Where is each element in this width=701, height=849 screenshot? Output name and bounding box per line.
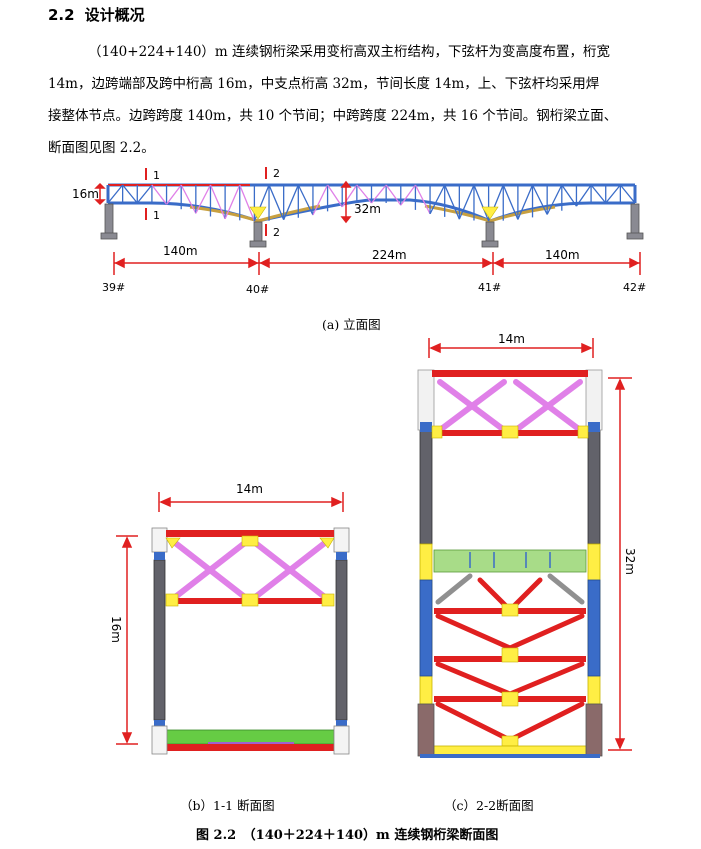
pier-40-base [249, 240, 267, 248]
sec11-height-label: 16m [109, 616, 123, 643]
caption-c: （c）2-2断面图 [444, 798, 534, 813]
truss-diagonal [414, 184, 431, 215]
pier-39-base [100, 232, 118, 240]
truss-diagonal [473, 184, 490, 222]
truss-diagonal [385, 184, 402, 206]
pier-39 [104, 203, 114, 235]
sec11-bottom-beam [154, 744, 348, 751]
truss-diagonal [283, 184, 299, 220]
truss-diagonal [180, 184, 197, 214]
paragraph-line: 断面图见图 2.2。 [48, 140, 155, 156]
caption-b: （b）1-1 断面图 [180, 798, 275, 813]
sec22-chord-right-upper [587, 429, 601, 545]
truss-diagonal [268, 184, 285, 220]
pier-label-41: 41# [478, 281, 501, 294]
sec22-width-label: 14m [498, 332, 525, 346]
section-2-2-drawing: 14m 32m [417, 332, 637, 758]
sec22-x-bracing [437, 379, 583, 433]
truss-diagonal [561, 184, 577, 207]
truss-diagonal [575, 184, 592, 207]
sec11-x-bracing [171, 539, 329, 601]
sec11-top-beam [166, 530, 334, 537]
span-label-3: 140m [545, 248, 580, 262]
sec11-chord-right [335, 559, 348, 721]
height-dims [94, 180, 352, 224]
span-dimension [113, 252, 641, 275]
truss-diagonal [327, 184, 343, 208]
truss-diagonal [517, 184, 534, 220]
pier-label-40: 40# [246, 283, 269, 296]
sec11-width-label: 14m [236, 482, 263, 496]
pier-41-base [481, 240, 499, 248]
sec22-chord-left-lower [419, 579, 433, 677]
sec11-deck [165, 729, 335, 745]
section-mark-1-top: 1 [153, 169, 160, 182]
sec22-top-beam [432, 370, 588, 377]
truss-diagonal [429, 184, 446, 215]
truss-diagonal [370, 184, 387, 204]
section-1-1-drawing: 14m 16m [109, 482, 350, 755]
section-mark-2-top: 2 [273, 167, 280, 180]
span-label-1: 140m [163, 244, 198, 258]
section-heading: 2.2 设计概况 [48, 4, 145, 25]
paragraph-line: 14m，边跨端部及跨中桁高 16m，中支点桁高 32m，节间长度 14m，上、下… [48, 76, 600, 92]
truss-diagonal [297, 184, 314, 216]
truss-diagonal [590, 184, 607, 204]
sec22-deck [433, 549, 587, 573]
section-title: 设计概况 [84, 6, 145, 24]
truss-diagonal [166, 184, 182, 205]
pier-42-base [626, 232, 644, 240]
sec22-k-bracing [435, 577, 585, 743]
section-cut-marks [145, 167, 267, 236]
truss-diagonal [619, 184, 636, 204]
pier-42 [630, 203, 640, 235]
truss-diagonal [531, 184, 548, 215]
sec11-chord-left [153, 559, 166, 721]
truss-diagonal [444, 184, 460, 220]
section-mark-1-bottom: 1 [153, 209, 160, 222]
truss-diagonal [224, 184, 241, 220]
pier-41 [485, 221, 495, 243]
truss-diagonal [136, 184, 153, 204]
figure-title: 图 2.2 （140＋224＋140）m 连续钢桁梁断面图 [196, 828, 499, 843]
caption-a: (a) 立面图 [322, 317, 381, 332]
truss-diagonal [209, 184, 226, 220]
pier-40 [253, 221, 263, 243]
truss-diagonal [546, 184, 563, 215]
paragraph-line: （140+224+140）m 连续钢桁梁采用变桁高双主桁结构，下弦杆为变高度布置… [88, 44, 611, 60]
truss-diagonal [151, 184, 168, 205]
truss-diagonal [195, 184, 212, 214]
truss-diagonal [356, 184, 373, 204]
truss-diagonal [502, 184, 519, 220]
design-paragraph: （140+224+140）m 连续钢桁梁采用变桁高双主桁结构，下弦杆为变高度布置… [48, 36, 688, 164]
span-label-2: 224m [372, 248, 407, 262]
pier-label-39: 39# [102, 281, 125, 294]
truss-diagonal [458, 184, 475, 220]
truss-diagonal [107, 184, 124, 204]
height-mid-label: 32m [354, 202, 381, 216]
truss-diagonal [122, 184, 138, 204]
elevation-drawing: 16m 32m 1 1 2 2 140m 224m 140m 39# 40# 4… [72, 167, 646, 296]
section-number: 2.2 [48, 6, 75, 24]
sec22-chord-right-lower [587, 579, 601, 677]
section-mark-2-bottom: 2 [273, 226, 280, 239]
sec22-chord-left-upper [419, 429, 433, 545]
piers [100, 203, 644, 248]
pier-node [481, 206, 499, 220]
paragraph-line: 接整体节点。边跨跨度 140m，共 10 个节间；中跨跨度 224m，共 16 … [48, 108, 618, 124]
truss-diagonal [239, 184, 255, 222]
truss-web [107, 184, 636, 222]
pier-node [249, 206, 267, 220]
truss-diagonal [341, 184, 358, 208]
height-end-label: 16m [72, 187, 99, 201]
pier-label-42: 42# [623, 281, 646, 294]
truss-diagonal [605, 184, 621, 204]
bottom-chord-pier40 [189, 204, 321, 223]
sec22-height-label: 32m [623, 548, 637, 575]
truss-diagonal [400, 184, 416, 206]
truss-diagonal [312, 184, 329, 216]
